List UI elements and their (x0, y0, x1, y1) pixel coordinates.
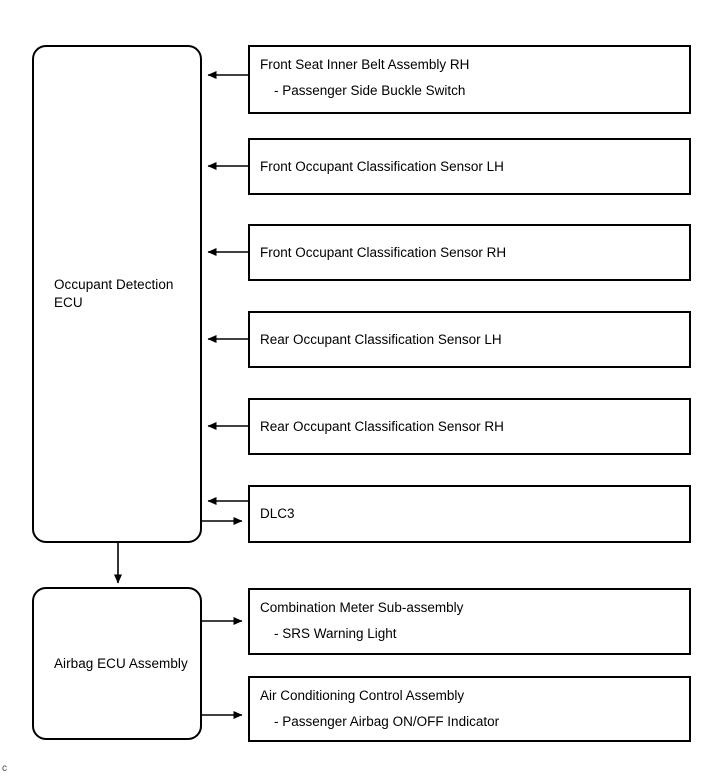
node-air-conditioning-control-assembly-sub: - Passenger Airbag ON/OFF Indicator (274, 714, 500, 729)
node-front-seat-inner-belt-rh-sub: - Passenger Side Buckle Switch (274, 83, 466, 98)
node-dlc3-title: DLC3 (260, 506, 295, 521)
node-combination-meter-sub-assembly-sub: - SRS Warning Light (274, 626, 397, 641)
node-front-occupant-classification-sensor-rh[interactable]: Front Occupant Classification Sensor RH (248, 224, 691, 281)
node-air-conditioning-control-assembly-title: Air Conditioning Control Assembly (260, 688, 465, 703)
node-front-seat-inner-belt-rh-title: Front Seat Inner Belt Assembly RH (260, 57, 470, 72)
corner-mark: c (2, 763, 7, 774)
node-combination-meter-sub-assembly-title: Combination Meter Sub-assembly (260, 600, 464, 615)
node-occupant-detection-ecu[interactable]: Occupant Detection ECU (32, 45, 202, 543)
node-rear-occupant-classification-sensor-lh[interactable]: Rear Occupant Classification Sensor LH (248, 311, 691, 368)
node-airbag-ecu-assembly[interactable]: Airbag ECU Assembly (32, 587, 202, 740)
node-airbag-ecu-assembly-label: Airbag ECU Assembly (54, 655, 188, 671)
node-combination-meter-sub-assembly[interactable]: Combination Meter Sub-assembly - SRS War… (248, 588, 691, 655)
node-rear-occupant-classification-sensor-lh-title: Rear Occupant Classification Sensor LH (260, 331, 502, 347)
node-front-occupant-classification-sensor-rh-title: Front Occupant Classification Sensor RH (260, 244, 507, 260)
node-front-occupant-classification-sensor-lh-title: Front Occupant Classification Sensor LH (260, 158, 504, 174)
node-front-seat-inner-belt-rh[interactable]: Front Seat Inner Belt Assembly RH - Pass… (248, 45, 691, 114)
node-dlc3[interactable]: DLC3 (248, 485, 691, 543)
node-front-occupant-classification-sensor-lh[interactable]: Front Occupant Classification Sensor LH (248, 138, 691, 195)
node-rear-occupant-classification-sensor-rh-title: Rear Occupant Classification Sensor RH (260, 418, 504, 434)
node-rear-occupant-classification-sensor-rh[interactable]: Rear Occupant Classification Sensor RH (248, 398, 691, 455)
node-air-conditioning-control-assembly[interactable]: Air Conditioning Control Assembly - Pass… (248, 676, 691, 742)
node-occupant-detection-ecu-label: Occupant Detection ECU (54, 277, 174, 310)
